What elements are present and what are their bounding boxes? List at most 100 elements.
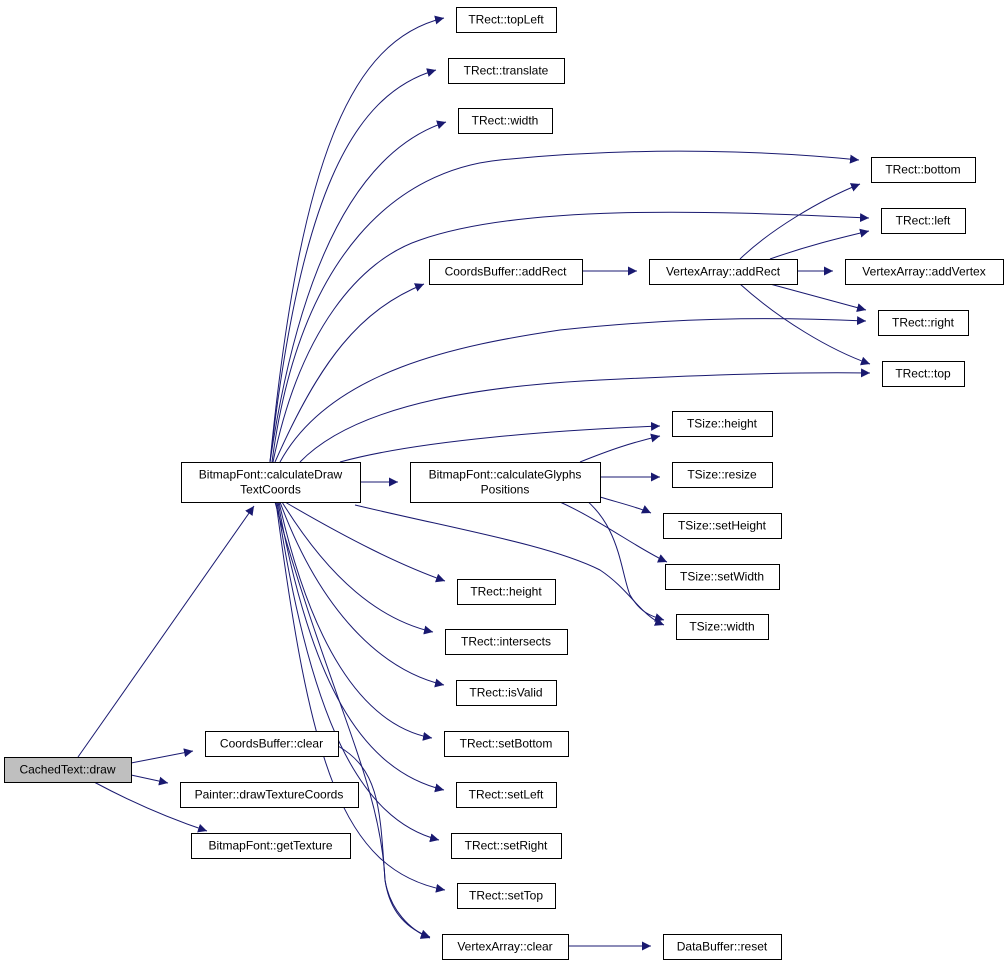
edge-calc-setleft [277, 501, 445, 793]
node-label: VertexArray::addVertex [862, 265, 985, 279]
node-cbclear[interactable]: CoordsBuffer::clear [205, 731, 339, 757]
node-rheight[interactable]: TRect::height [457, 579, 556, 605]
node-setwidth[interactable]: TSize::setWidth [665, 564, 780, 590]
node-sheight[interactable]: TSize::height [672, 411, 773, 437]
nodes: CachedText::draw BitmapFont::calculateDra… [4, 7, 1004, 960]
node-box [456, 782, 557, 808]
node-setbottom[interactable]: TRect::setBottom [444, 731, 569, 757]
node-box [878, 310, 969, 336]
edge-calc-top [299, 368, 871, 463]
node-swidth[interactable]: TSize::width [676, 614, 769, 640]
node-vaclear[interactable]: VertexArray::clear [442, 934, 569, 960]
edge-line [274, 501, 431, 939]
node-label: TSize::width [689, 620, 754, 634]
edge-calc-right [279, 316, 867, 463]
edge-calc-sheight [339, 421, 661, 463]
node-label: CoordsBuffer::addRect [445, 265, 568, 279]
node-label: TSize::resize [687, 468, 757, 482]
node-box [181, 462, 361, 503]
node-box [410, 462, 601, 503]
node-vaaddv[interactable]: VertexArray::addVertex [845, 259, 1004, 285]
edge-vaadd-bottom [739, 183, 861, 260]
node-dbreset[interactable]: DataBuffer::reset [663, 934, 782, 960]
edge-calc-settop [275, 501, 446, 893]
edge-line [269, 120, 447, 463]
node-settop[interactable]: TRect::setTop [457, 883, 556, 909]
edge-line [278, 501, 433, 741]
edge-glyphs-swidth [574, 491, 665, 622]
node-box [663, 513, 782, 539]
node-setright[interactable]: TRect::setRight [451, 833, 562, 859]
node-box [845, 259, 1004, 285]
node-isvalid[interactable]: TRect::isValid [456, 680, 557, 706]
node-label: TRect::setRight [465, 839, 548, 853]
node-resize[interactable]: TSize::resize [672, 462, 773, 488]
edge-line [559, 501, 668, 563]
node-rwidth[interactable]: TRect::width [458, 108, 553, 134]
node-box [676, 614, 769, 640]
node-setleft[interactable]: TRect::setLeft [456, 782, 557, 808]
edge-root-painter [130, 774, 169, 786]
edges [77, 15, 871, 951]
node-label: TSize::height [687, 417, 758, 431]
edge-line [93, 781, 208, 833]
node-label: Positions [481, 483, 530, 497]
edge-line [274, 283, 425, 463]
edge-calc-setright [276, 501, 440, 843]
node-vaadd[interactable]: VertexArray::addRect [649, 259, 798, 285]
edge-line [599, 496, 652, 514]
node-box [191, 833, 351, 859]
edge-line [769, 283, 867, 313]
node-intersects[interactable]: TRect::intersects [445, 629, 568, 655]
edge-vaadd-right [769, 283, 867, 313]
node-label: TRect::topLeft [468, 13, 544, 27]
edge-root-gettex [93, 781, 208, 833]
edge-cbclear-vaclear [337, 745, 431, 939]
node-bottom[interactable]: TRect::bottom [871, 157, 976, 183]
edge-vaadd-left [769, 228, 870, 260]
edge-line [272, 211, 870, 463]
node-left[interactable]: TRect::left [881, 208, 966, 234]
edge-line [354, 504, 665, 626]
edge-calc-left [272, 211, 870, 463]
node-gettex[interactable]: BitmapFont::getTexture [191, 833, 351, 859]
node-label: TRect::translate [464, 64, 549, 78]
node-box [665, 564, 780, 590]
edge-calc-rheight [284, 501, 446, 583]
node-right[interactable]: TRect::right [878, 310, 969, 336]
edge-calc-swidth [354, 504, 665, 626]
node-translate[interactable]: TRect::translate [448, 58, 565, 84]
node-setheight[interactable]: TSize::setHeight [663, 513, 782, 539]
node-box [456, 680, 557, 706]
node-box [672, 462, 773, 488]
edge-line [739, 183, 861, 260]
edge-line [130, 748, 194, 764]
edge-line [279, 501, 445, 688]
node-label: TSize::setHeight [678, 519, 767, 533]
node-label: TRect::setLeft [469, 788, 544, 802]
edge-calc-cbadd [274, 283, 425, 463]
node-label: BitmapFont::getTexture [208, 839, 332, 853]
node-box [448, 58, 565, 84]
node-box [882, 361, 965, 387]
edge-calc-bottom [271, 150, 860, 463]
node-label: TRect::width [472, 114, 539, 128]
node-label: TRect::setTop [469, 889, 543, 903]
node-root[interactable]: CachedText::draw [4, 757, 132, 783]
node-top[interactable]: TRect::top [882, 361, 965, 387]
node-label: VertexArray::clear [457, 940, 552, 954]
node-painter[interactable]: Painter::drawTextureCoords [180, 782, 359, 808]
edge-line [279, 316, 867, 463]
node-box [649, 259, 798, 285]
edge-line [284, 501, 446, 583]
node-box [205, 731, 339, 757]
node-cbadd[interactable]: CoordsBuffer::addRect [429, 259, 583, 285]
node-topleft[interactable]: TRect::topLeft [456, 7, 557, 33]
edge-calc-intersects [281, 501, 434, 635]
node-label: CachedText::draw [19, 763, 115, 777]
node-label: CoordsBuffer::clear [220, 737, 323, 751]
node-box [4, 757, 132, 783]
